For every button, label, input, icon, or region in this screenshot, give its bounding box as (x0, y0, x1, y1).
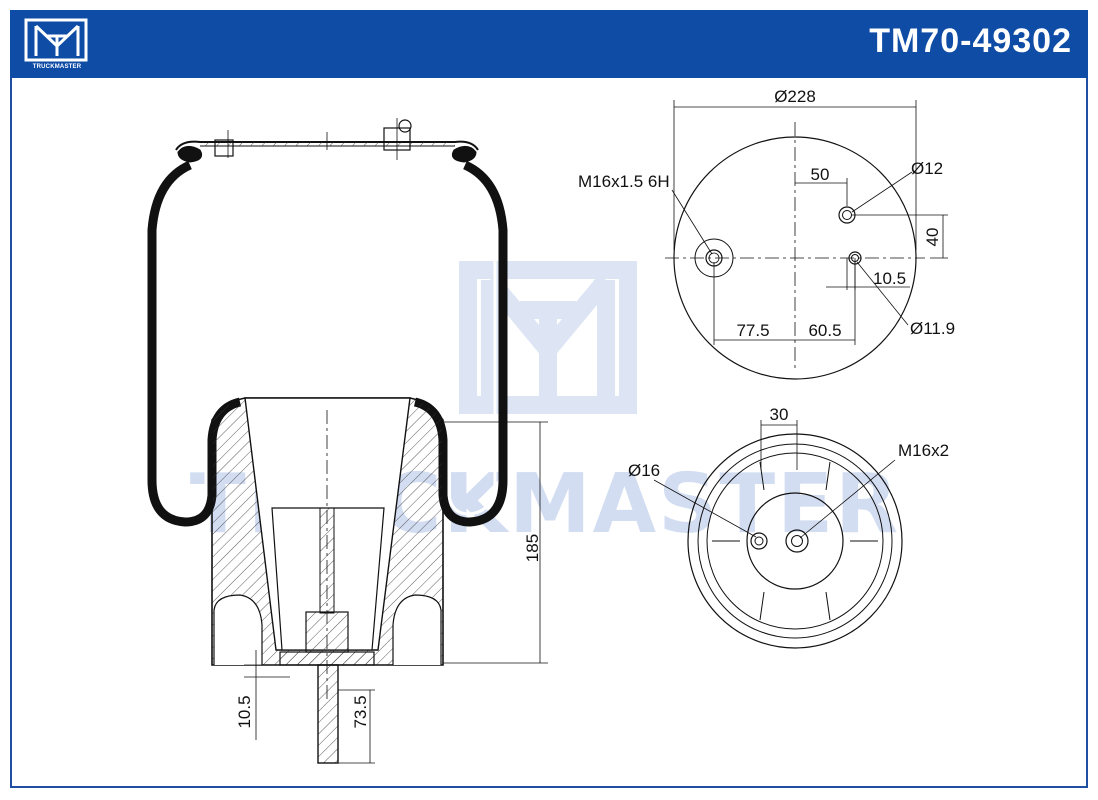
drawing-frame (10, 10, 1088, 788)
dim-offset-small-label: 10.5 (873, 269, 906, 288)
dim-left-distance-label: 77.5 (736, 321, 769, 340)
part-number: TM70-49302 (869, 22, 1072, 60)
dim-stud-label: 73.5 (351, 695, 370, 728)
thread-bottom-label: M16x2 (898, 441, 949, 460)
dim-offset-x-label: 50 (811, 165, 830, 184)
dia-hole-bottom-label: Ø11.9 (910, 319, 955, 338)
dia-hole-top-label: Ø12 (911, 159, 943, 178)
brand-small-text: TRUCKMASTER (32, 64, 82, 70)
thread-left-label: M16x1.5 6H (578, 172, 670, 191)
top-view (665, 100, 948, 380)
dim-spacing-label: 30 (770, 405, 789, 424)
dim-height-label: 185 (523, 534, 542, 562)
dim-outer-diameter-label: Ø228 (774, 87, 816, 106)
bottom-view (653, 420, 903, 649)
watermark-logo-icon (459, 261, 637, 414)
dim-right-distance-label: 60.5 (808, 321, 841, 340)
title-bar (10, 10, 1088, 78)
dim-offset-y-label: 40 (923, 228, 942, 247)
dim-bottom-left-label: 10.5 (235, 695, 254, 728)
dia-hole-bottom-view-label: Ø16 (628, 461, 660, 480)
side-view (147, 118, 548, 764)
truckmaster-logo-icon (24, 18, 88, 62)
